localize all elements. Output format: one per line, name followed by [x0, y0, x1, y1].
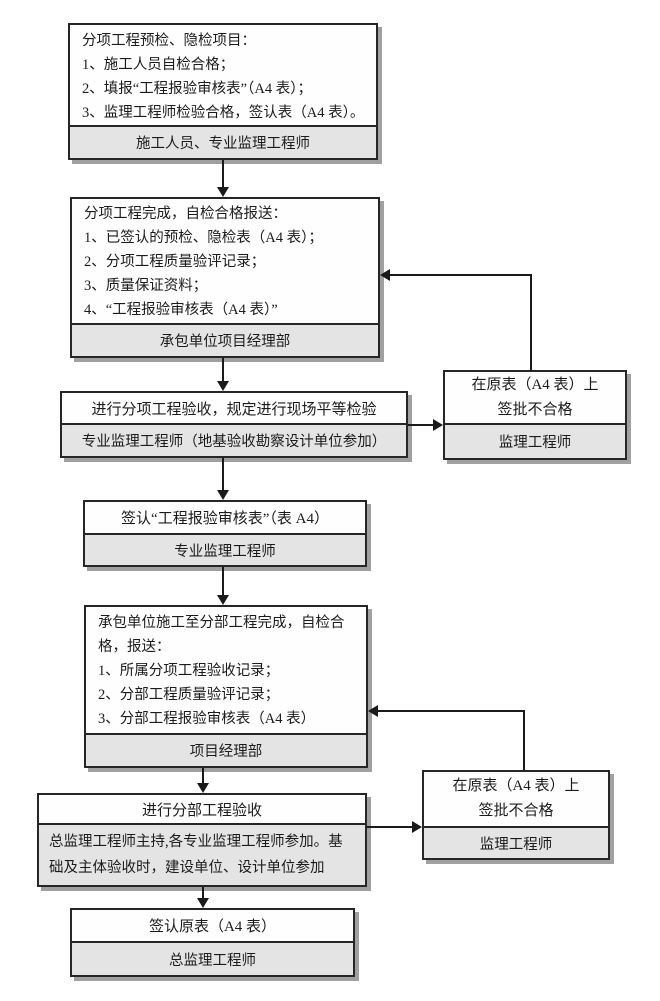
flow-box-subitem-precheck-footer: 施工人员、专业监理工程师 — [70, 125, 376, 158]
feedback-reject2-to-box5-vertical — [523, 710, 525, 770]
flow-box-line: 2、分部工程质量验评记录； — [98, 687, 280, 703]
flow-box-reject-subitem-footer: 监理工程师 — [445, 423, 625, 458]
flow-box-line: 分项工程完成，自检合格报送： — [84, 206, 287, 222]
flow-box-line: 1、施工人员自检合格； — [82, 57, 235, 73]
flow-box-subitem-acceptance-title: 进行分项工程验收，规定进行现场平等检验 — [91, 401, 377, 418]
flow-box-line: 4、“工程报验审核表（A4 表）” — [84, 302, 278, 318]
flow-box-sign-original-form-title: 签认原表（A4 表） — [148, 919, 277, 935]
flow-box-subitem-precheck-body: 分项工程预检、隐检项目： 1、施工人员自检合格； 2、填报“工程报验审核表”（A… — [70, 25, 376, 125]
flow-box-sign-review-form-footer: 专业监理工程师 — [85, 533, 365, 565]
flow-box-subdivision-submit-body: 承包单位施工至分部工程完成，自检合格，报送： 1、所属分项工程验收记录； 2、分… — [86, 607, 366, 733]
connector-box4-to-box5 — [222, 567, 224, 596]
arrowhead-down-icon — [197, 783, 209, 793]
connector-box3-to-box4 — [222, 458, 224, 491]
flow-box-subitem-submit-body: 分项工程完成，自检合格报送： 1、已签认的预检、隐检表（A4 表）； 2、分项工… — [72, 199, 378, 323]
flow-box-line: 3、质量保证资料； — [84, 278, 208, 294]
flow-box-subitem-precheck: 分项工程预检、隐检项目： 1、施工人员自检合格； 2、填报“工程报验审核表”（A… — [68, 23, 378, 160]
flow-box-line: 3、监理工程师检验合格，签认表（A4 表）。 — [82, 105, 365, 121]
connector-box6-to-reject2 — [367, 826, 413, 828]
flow-box-subdivision-submit: 承包单位施工至分部工程完成，自检合格，报送： 1、所属分项工程验收记录； 2、分… — [84, 605, 368, 768]
flow-box-reject-subitem: 在原表（A4 表）上 签批不合格 监理工程师 — [443, 370, 627, 460]
flow-box-line: 在原表（A4 表）上 — [471, 376, 599, 393]
flow-box-sign-review-form: 签认“工程报验审核表”（表 A4） 专业监理工程师 — [83, 500, 367, 567]
flow-box-reject-subitem-body: 在原表（A4 表）上 签批不合格 — [445, 372, 625, 423]
arrowhead-right-icon — [433, 419, 443, 431]
flow-box-line: 1、已签认的预检、隐检表（A4 表）； — [84, 230, 323, 246]
flow-box-line: 2、填报“工程报验审核表”（A4 表）； — [82, 81, 312, 97]
arrowhead-down-icon — [197, 898, 209, 908]
feedback-reject1-to-box2-vertical — [530, 274, 532, 370]
arrowhead-down-icon — [217, 187, 229, 197]
flow-box-reject-subdivision-body: 在原表（A4 表）上 签批不合格 — [424, 772, 608, 826]
flow-box-line: 1、所属分项工程验收记录； — [98, 663, 280, 679]
flow-box-line: 承包单位施工至分部工程完成，自检合格，报送： — [98, 615, 345, 655]
connector-box5-to-box6 — [202, 768, 204, 784]
arrowhead-down-icon — [217, 490, 229, 500]
flow-box-subitem-acceptance-footer: 专业监理工程师（地基验收勘察设计单位参加） — [62, 423, 406, 456]
flow-box-line: 在原表（A4 表）上 — [452, 778, 580, 794]
feedback-reject1-to-box2-horizontal — [389, 274, 532, 276]
flow-box-line: 签批不合格 — [478, 803, 554, 819]
flow-box-subitem-submit-footer: 承包单位项目经理部 — [72, 323, 378, 356]
feedback-reject2-to-box5-horizontal — [377, 710, 525, 712]
flow-box-subitem-acceptance: 进行分项工程验收，规定进行现场平等检验 专业监理工程师（地基验收勘察设计单位参加… — [60, 391, 408, 458]
flow-box-subdivision-acceptance: 进行分部工程验收 总监理工程师主持,各专业监理工程师参加。基础及主体验收时，建设… — [37, 793, 367, 887]
flow-box-sign-original-form: 签认原表（A4 表） 总监理工程师 — [70, 908, 355, 977]
flow-box-line: 3、分部工程报验审核表（A4 表） — [98, 711, 316, 727]
flow-box-reject-subdivision-footer: 监理工程师 — [424, 826, 608, 858]
arrowhead-down-icon — [217, 595, 229, 605]
connector-box3-to-reject1 — [408, 424, 434, 426]
flow-box-line: 签批不合格 — [497, 401, 573, 418]
flow-box-sign-original-form-footer: 总监理工程师 — [72, 941, 353, 975]
flow-box-subdivision-acceptance-footer: 总监理工程师主持,各专业监理工程师参加。基础及主体验收时，建设单位、设计单位参加 — [39, 823, 365, 885]
arrowhead-left-icon — [380, 269, 390, 281]
connector-box1-to-box2 — [222, 160, 224, 188]
arrowhead-down-icon — [217, 381, 229, 391]
flow-box-sign-review-form-title: 签认“工程报验审核表”（表 A4） — [121, 511, 329, 527]
arrowhead-left-icon — [368, 705, 378, 717]
flow-box-line: 分项工程预检、隐检项目： — [82, 33, 256, 49]
flow-box-subitem-submit: 分项工程完成，自检合格报送： 1、已签认的预检、隐检表（A4 表）； 2、分项工… — [70, 197, 380, 358]
connector-box6-to-box7 — [202, 887, 204, 899]
arrowhead-right-icon — [412, 821, 422, 833]
flow-box-line: 2、分项工程质量验评记录； — [84, 254, 266, 270]
flow-box-reject-subdivision: 在原表（A4 表）上 签批不合格 监理工程师 — [422, 770, 610, 860]
connector-box2-to-box3 — [222, 358, 224, 382]
flow-box-subdivision-acceptance-title: 进行分部工程验收 — [141, 802, 262, 819]
flow-box-subdivision-submit-footer: 项目经理部 — [86, 733, 366, 766]
